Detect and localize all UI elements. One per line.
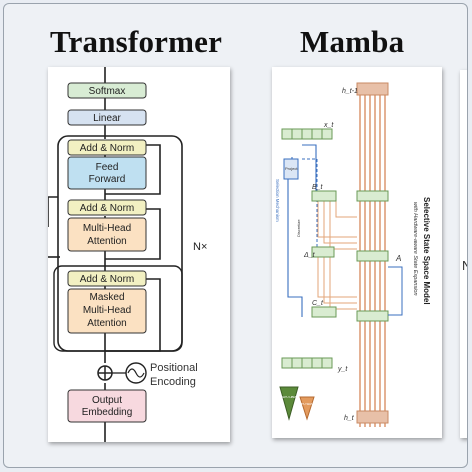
project-label: Project <box>285 166 298 171</box>
transformer-heading: Transformer <box>50 24 223 59</box>
discretize-label: Discretize <box>296 219 301 237</box>
linear-block <box>67 109 147 126</box>
partial-letter: N <box>462 258 467 273</box>
mamba-diagram: h_t-1 h_t x_t y_t B_t Δ_t C_t A Project … <box>272 67 442 438</box>
nx-label: N× <box>193 241 207 253</box>
add-norm-label-2: Add & Norm <box>80 203 134 214</box>
output-embedding-block <box>67 389 147 423</box>
h-prev-label: h_t-1 <box>342 88 358 95</box>
masked-label-3: Attention <box>87 318 126 329</box>
B-block <box>311 190 337 202</box>
selection-label: Selection Mechanism <box>275 179 280 222</box>
masked-label-2: Multi-Head <box>83 305 131 316</box>
A-block <box>356 250 389 262</box>
mamba-subtitle: with Hardware-aware State Expansion <box>412 202 418 296</box>
partial-card: N <box>460 70 467 438</box>
slide-frame: Transformer Mamba <box>3 3 468 468</box>
masked-mha-block <box>67 288 147 334</box>
C-block <box>311 306 337 318</box>
add-norm-label-1: Add & Norm <box>80 143 134 154</box>
mha-label-1: Multi-Head <box>83 223 131 234</box>
linear-label: Linear <box>93 113 121 124</box>
mamba-svg: h_t-1 h_t x_t y_t B_t Δ_t C_t A Project … <box>275 82 431 427</box>
gpu-sram-label: GPU SRAM <box>299 402 316 406</box>
xt-label: x_t <box>323 122 334 129</box>
ct-label: C_t <box>312 300 324 307</box>
ff-label-2: Forward <box>89 174 126 185</box>
mamba-title: Selective State Space Model <box>422 197 431 305</box>
gpu-sram-legend <box>299 396 315 421</box>
emb-label-1: Output <box>92 395 122 406</box>
h-next-label: h_t <box>344 415 355 422</box>
emb-label-2: Embedding <box>82 407 133 418</box>
add-norm-label-3: Add & Norm <box>80 274 134 285</box>
mha-block <box>67 217 147 252</box>
softmax-label: Softmax <box>89 86 126 97</box>
delta-label: Δ_t <box>303 252 316 259</box>
delta-block <box>311 246 335 258</box>
add-norm-1 <box>67 139 147 156</box>
feed-forward-block <box>67 156 147 190</box>
a-label: A <box>395 254 401 263</box>
pos-enc-label-1: Positional <box>150 362 198 374</box>
softmax-block <box>67 82 147 99</box>
gpu-hbm-legend <box>279 386 299 421</box>
mamba-heading: Mamba <box>300 24 405 59</box>
transformer-svg: Softmax Linear Add & Norm Feed Forward A… <box>47 67 207 442</box>
project-box <box>283 158 299 180</box>
transformer-diagram: Softmax Linear Add & Norm Feed Forward A… <box>47 67 230 442</box>
bt-label: B_t <box>312 184 324 191</box>
masked-label-1: Masked <box>89 292 124 303</box>
gpu-hbm-label: GPU HBM <box>282 395 297 399</box>
ff-label-1: Feed <box>96 162 119 173</box>
yt-label: y_t <box>337 366 348 373</box>
add-norm-3 <box>67 270 147 287</box>
mha-label-2: Attention <box>87 236 126 247</box>
state-block-2 <box>356 310 389 322</box>
state-block-1 <box>356 190 389 202</box>
add-norm-2 <box>67 199 147 216</box>
pos-enc-label-2: Encoding <box>150 376 196 388</box>
